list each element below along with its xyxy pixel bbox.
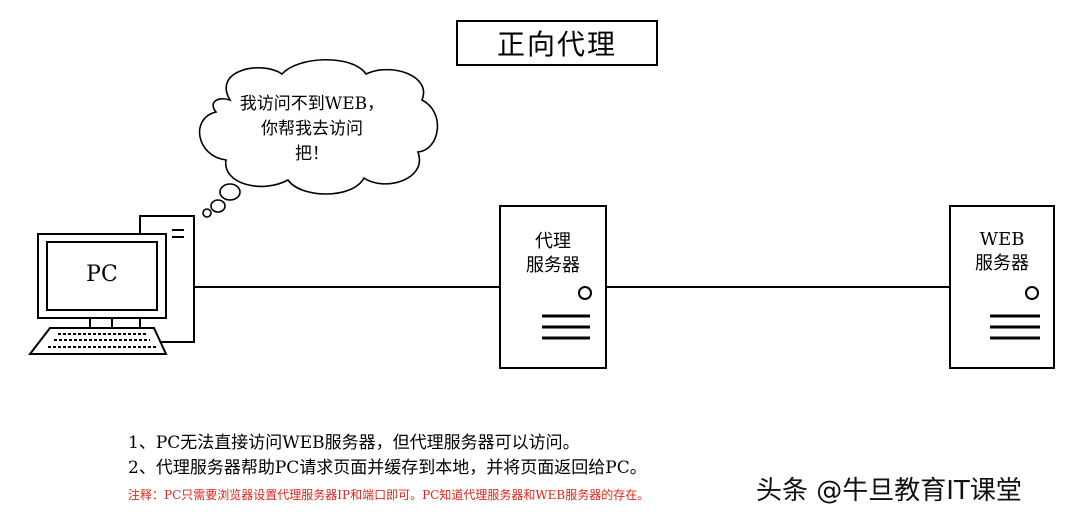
bubble-line-1: 我访问不到WEB，: [239, 94, 385, 114]
web-label-line-2: 服务器: [975, 253, 1029, 274]
proxy-server-led: [578, 286, 592, 300]
annotation-note: 注释：PC只需要浏览器设置代理服务器IP和端口即可。PC知道代理服务器和WEB服…: [128, 488, 650, 502]
bubble-line-2: 你帮我去访问: [261, 119, 363, 139]
notes-list: 1、PC无法直接访问WEB服务器，但代理服务器可以访问。 2、代理服务器帮助PC…: [128, 431, 647, 481]
note-item-2: 2、代理服务器帮助PC请求页面并缓存到本地，并将页面返回给PC。: [128, 458, 647, 478]
thought-dot-2: [210, 199, 226, 213]
thought-bubble: [198, 59, 439, 218]
diagram-title-text: 正向代理: [496, 28, 617, 61]
web-label-line-1: WEB: [979, 229, 1025, 250]
web-server-label: WEB 服务器: [950, 228, 1054, 276]
web-server-icon: [949, 205, 1055, 369]
bubble-line-3: 把！: [295, 144, 329, 164]
proxy-label-line-2: 服务器: [526, 255, 580, 276]
thought-dot-3: [202, 208, 212, 218]
pc-screen: [46, 241, 158, 311]
thought-bubble-text: 我访问不到WEB， 你帮我去访问 把！: [232, 92, 392, 167]
web-server-led: [1025, 286, 1039, 300]
proxy-server-label: 代理 服务器: [500, 230, 606, 278]
proxy-label-line-1: 代理: [535, 231, 571, 252]
thought-dot-1: [219, 183, 241, 201]
diagram-title: 正向代理: [456, 20, 658, 66]
pc-label: PC: [86, 262, 118, 287]
watermark: 头条 @牛旦教育IT课堂: [756, 476, 1022, 506]
thought-cloud: [198, 59, 439, 195]
pc-computer-icon: [27, 215, 195, 355]
web-server-body: [949, 205, 1055, 369]
pc-stand: [89, 317, 113, 329]
note-item-1: 1、PC无法直接访问WEB服务器，但代理服务器可以访问。: [128, 433, 580, 453]
proxy-server-icon: [499, 205, 607, 369]
